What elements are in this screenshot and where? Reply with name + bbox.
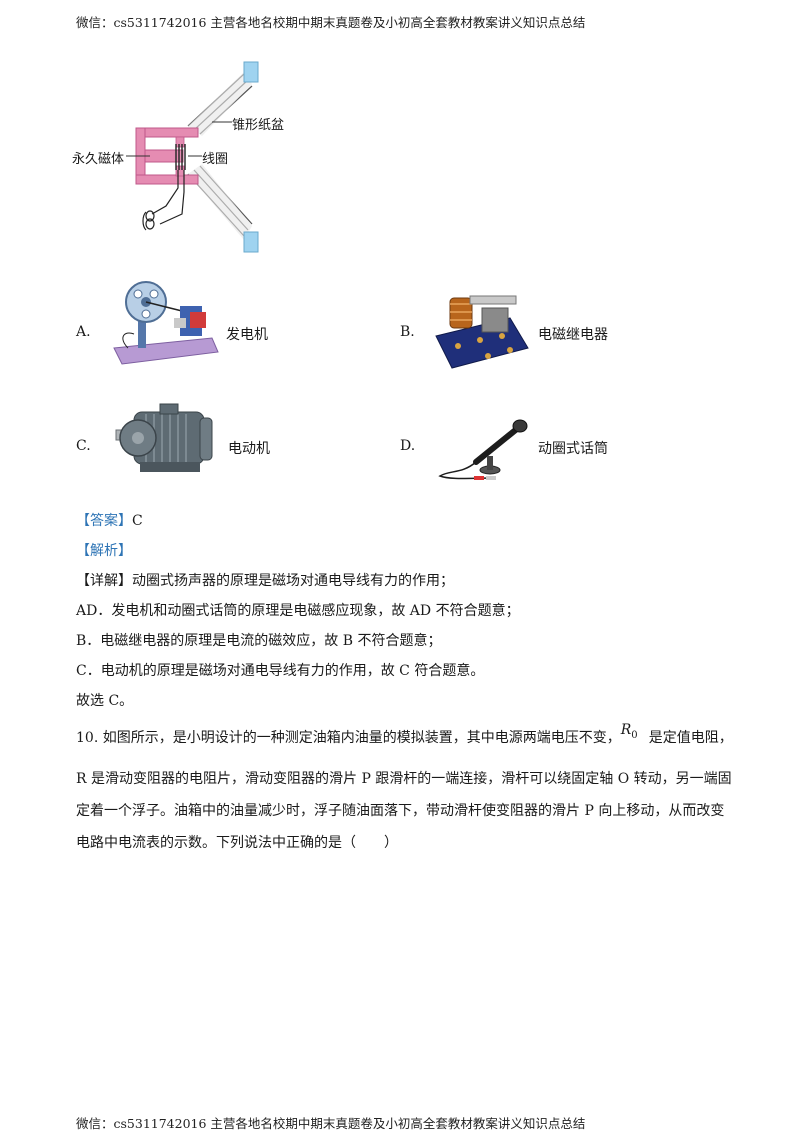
lead-wires: [151, 170, 185, 225]
page-footer: 微信：cs5311742016 主营各地名校期中期末真题卷及小初高全套教材教案讲…: [76, 1116, 586, 1131]
label-coil: 线圈: [202, 152, 229, 167]
question10-line-2: R 是滑动变阻器的电阻片，滑动变阻器的滑片 P 跟滑杆的一端连接，滑杆可以绕固定…: [76, 771, 732, 787]
relay-picture: [435, 295, 529, 369]
label-cone-paper: 锥形纸盆: [232, 118, 285, 133]
option-a-letter: A.: [76, 324, 91, 340]
detail-tag: 【详解】: [76, 573, 132, 589]
option-c-letter: C.: [76, 438, 91, 454]
answer-value: C: [132, 513, 143, 529]
detail-line-1: 【详解】动圈式扬声器的原理是磁场对通电导线有力的作用；: [76, 573, 454, 589]
detail-line-5: 故选 C。: [76, 693, 134, 709]
detail-line-2: AD．发电机和动圈式话筒的原理是电磁感应现象，故 AD 不符合题意；: [76, 603, 520, 619]
question10-line-3: 定着一个浮子。油箱中的油量减少时，浮子随油面落下，带动滑杆使变阻器的滑片 P 向…: [76, 803, 725, 819]
voice-coil: [175, 144, 186, 170]
question10-part2: 是定值电阻，: [648, 730, 733, 746]
answer-tag: 【答案】: [76, 513, 132, 529]
question10-part1: 10. 如图所示，是小明设计的一种测定油箱内油量的模拟装置，其中电源两端电压不变…: [76, 730, 621, 746]
option-b-letter: B.: [400, 324, 415, 340]
option-d-name: 动圈式话筒: [538, 441, 608, 457]
speaker-diagram: [126, 61, 259, 253]
detail-line-3: B．电磁继电器的原理是电流的磁效应，故 B 不符合题意；: [76, 633, 442, 649]
option-d-letter: D.: [400, 438, 416, 454]
question10-line-1: 10. 如图所示，是小明设计的一种测定油箱内油量的模拟装置，其中电源两端电压不变…: [76, 722, 733, 749]
cone-end-top: [243, 61, 259, 83]
motor-picture: [115, 403, 213, 472]
microphone-picture: [438, 419, 528, 480]
option-c-name: 电动机: [228, 441, 270, 457]
r0-symbol: R0: [620, 722, 638, 741]
terminal-spring: [142, 210, 155, 231]
detail-line-4: C．电动机的原理是磁场对通电导线有力的作用，故 C 符合题意。: [76, 663, 485, 679]
analysis-tag: 【解析】: [76, 543, 132, 559]
label-permanent-magnet: 永久磁体: [72, 152, 125, 167]
option-a-name: 发电机: [226, 327, 268, 343]
cone-end-bottom: [243, 231, 259, 253]
page-header: 微信：cs5311742016 主营各地名校期中期末真题卷及小初高全套教材教案讲…: [76, 15, 586, 30]
generator-model-picture: [113, 281, 219, 365]
option-b-name: 电磁继电器: [538, 327, 608, 343]
question10-line-4: 电路中电流表的示数。下列说法中正确的是（ ）: [76, 835, 398, 851]
answer-line: 【答案】C: [76, 510, 143, 530]
